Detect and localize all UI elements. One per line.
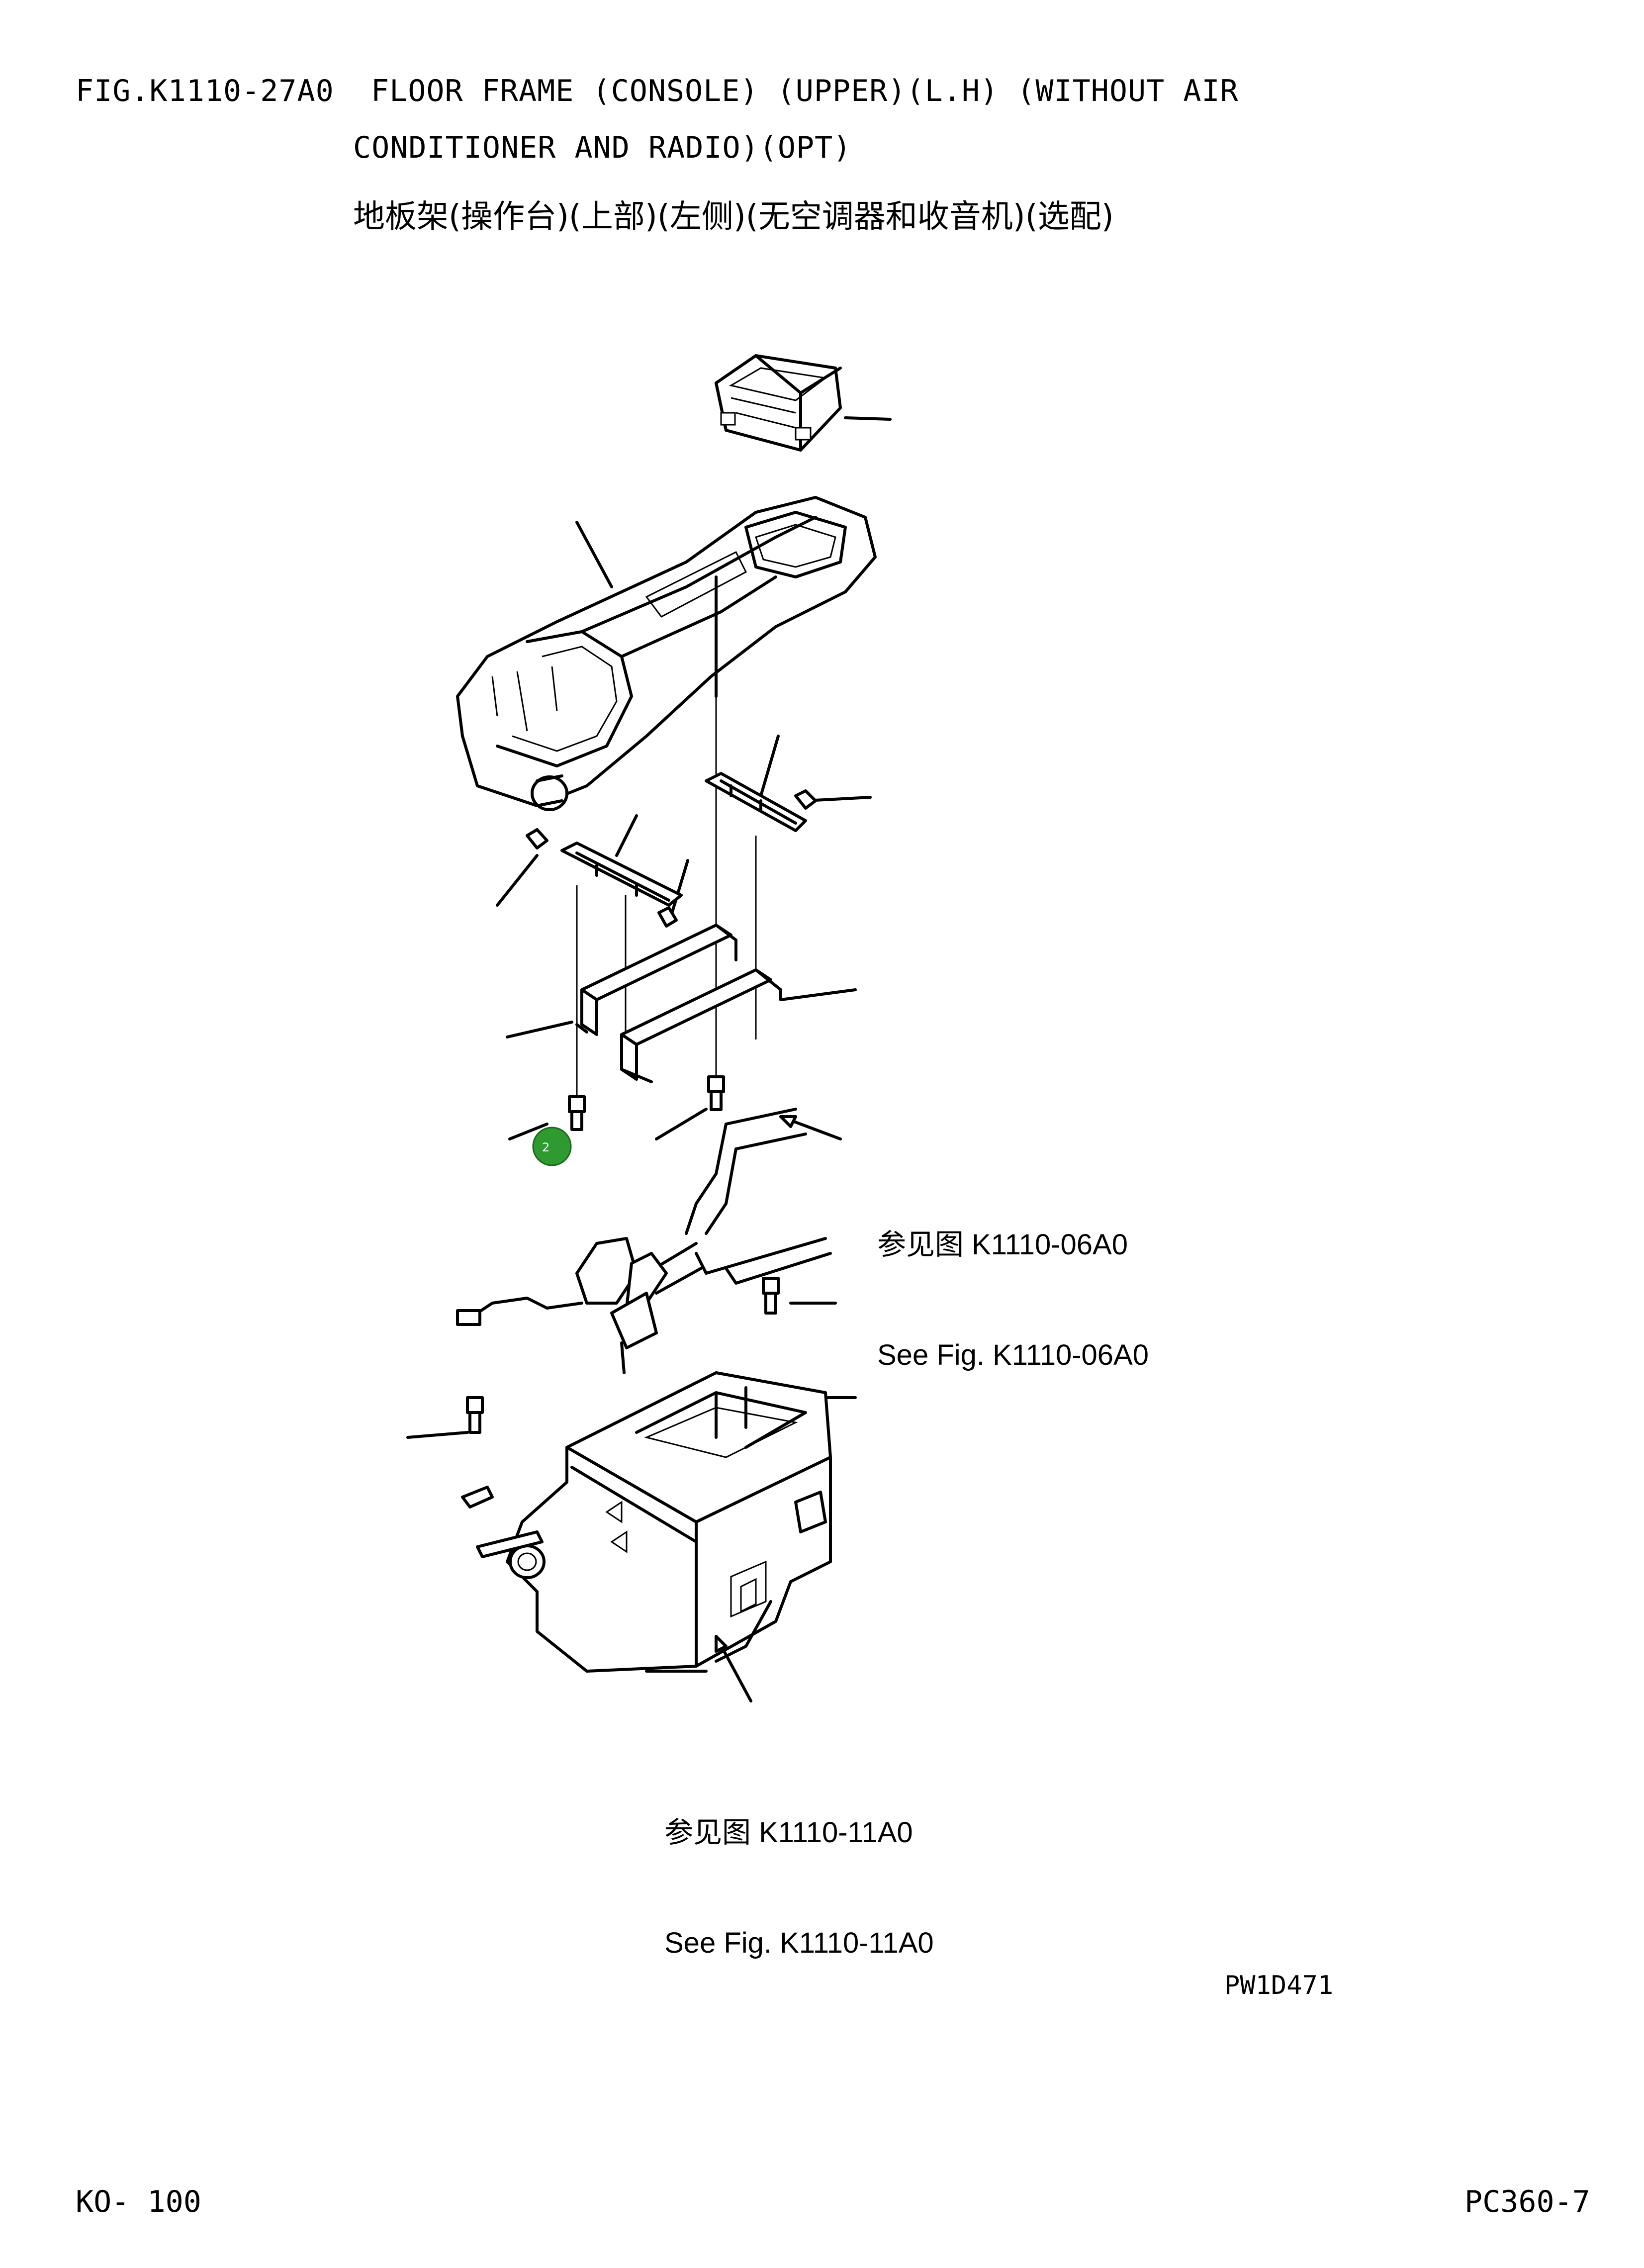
drawing-code: PW1D471 bbox=[1224, 1971, 1334, 2000]
reference-note-k1110-06a0[interactable]: 参见图 K1110-06A0 See Fig. K1110-06A0 bbox=[877, 1153, 1149, 1447]
model-code: PC360-7 bbox=[1464, 2184, 1590, 2219]
callout-badge-label: 2 bbox=[542, 1140, 549, 1154]
right-bracket bbox=[705, 772, 817, 832]
callout-badge[interactable]: 2 bbox=[532, 1127, 572, 1166]
figure-title-line-1: FIG.K1110-27A0 FLOOR FRAME (CONSOLE) (UP… bbox=[76, 74, 1239, 108]
page-number: KO- 100 bbox=[76, 2184, 201, 2219]
lower-frame bbox=[461, 1371, 832, 1702]
bolts bbox=[466, 1075, 780, 1434]
console-cover bbox=[456, 496, 877, 811]
reference-note-cn: 参见图 K1110-06A0 bbox=[877, 1228, 1128, 1261]
reference-note-cn: 参见图 K1110-11A0 bbox=[664, 1816, 913, 1849]
reference-note-en: See Fig. K1110-06A0 bbox=[877, 1339, 1149, 1371]
figure-title-chinese: 地板架(操作台)(上部)(左侧)(无空调器和收音机)(选配) bbox=[353, 198, 1114, 235]
reference-note-k1110-11a0[interactable]: 参见图 K1110-11A0 See Fig. K1110-11A0 bbox=[664, 1741, 934, 2035]
left-bracket bbox=[526, 828, 683, 928]
support-frame bbox=[575, 924, 782, 1083]
figure-title-line-2: CONDITIONER AND RADIO)(OPT) bbox=[353, 130, 852, 165]
wire-harness bbox=[456, 1108, 842, 1349]
reference-note-en: See Fig. K1110-11A0 bbox=[664, 1927, 934, 1959]
cup-holder-tray bbox=[715, 354, 842, 452]
